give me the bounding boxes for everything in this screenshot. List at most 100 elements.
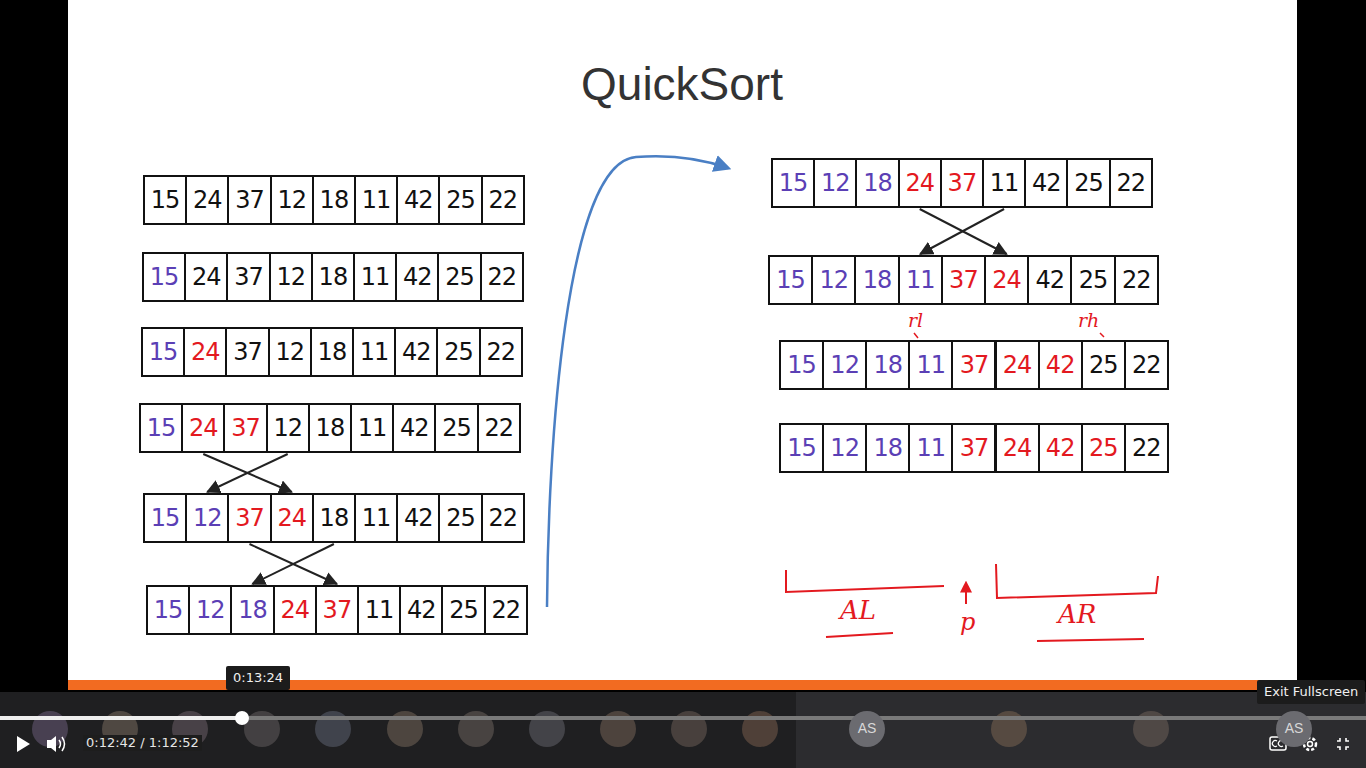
array-cell: 18 bbox=[865, 340, 910, 390]
pointer-label: rl bbox=[908, 310, 923, 331]
array-cell: 22 bbox=[1109, 158, 1153, 208]
array-cell: 11 bbox=[354, 493, 398, 543]
array-cell: 25 bbox=[1081, 423, 1126, 473]
cell-value: 25 bbox=[444, 340, 473, 364]
array-cell: 42 bbox=[396, 493, 440, 543]
cell-value: 24 bbox=[277, 506, 306, 530]
progress-knob bbox=[235, 711, 249, 725]
cell-value: 18 bbox=[320, 188, 349, 212]
exit-fullscreen-icon bbox=[1337, 738, 1349, 750]
cell-value: 24 bbox=[1003, 353, 1032, 377]
cell-value: 22 bbox=[487, 265, 516, 289]
swap-arrow bbox=[207, 454, 287, 492]
cell-value: 15 bbox=[151, 506, 180, 530]
cell-value: 37 bbox=[948, 171, 977, 195]
cell-value: 15 bbox=[779, 171, 808, 195]
cell-value: 11 bbox=[917, 436, 946, 460]
cell-value: 25 bbox=[442, 416, 471, 440]
cell-value: 18 bbox=[319, 265, 348, 289]
array-cell: 25 bbox=[1081, 340, 1126, 390]
array-cell: 18 bbox=[308, 403, 352, 453]
cell-value: 22 bbox=[1132, 436, 1161, 460]
settings-icon-core bbox=[1308, 742, 1313, 747]
cell-value: 12 bbox=[277, 188, 306, 212]
array-cell: 15 bbox=[139, 403, 183, 453]
array-cell: 22 bbox=[477, 403, 521, 453]
cell-value: 11 bbox=[360, 340, 389, 364]
array-cell: 24 bbox=[273, 585, 317, 635]
avatar-initials: AS bbox=[1276, 711, 1312, 747]
array-cell: 15 bbox=[143, 175, 187, 225]
pivot-arrow bbox=[965, 583, 967, 604]
cell-value: 42 bbox=[400, 416, 429, 440]
cell-value: 37 bbox=[960, 436, 989, 460]
array-cell: 24 bbox=[270, 493, 314, 543]
array-cell: 22 bbox=[1124, 423, 1169, 473]
cell-value: 18 bbox=[863, 268, 892, 292]
array-cell: 22 bbox=[479, 327, 523, 377]
cell-value: 25 bbox=[446, 188, 475, 212]
cell-value: 15 bbox=[147, 416, 176, 440]
cell-value: 42 bbox=[402, 340, 431, 364]
cell-value: 22 bbox=[488, 188, 517, 212]
cell-value: 15 bbox=[776, 268, 805, 292]
cell-value: 24 bbox=[280, 598, 309, 622]
array-cell: 42 bbox=[1038, 423, 1083, 473]
cell-value: 24 bbox=[905, 171, 934, 195]
array-cell: 42 bbox=[392, 403, 436, 453]
array-cell: 15 bbox=[779, 340, 824, 390]
cell-value: 22 bbox=[1132, 353, 1161, 377]
array-cell: 18 bbox=[310, 327, 354, 377]
array-cell: 24 bbox=[898, 158, 942, 208]
array-cell: 11 bbox=[908, 423, 953, 473]
underline bbox=[826, 633, 893, 637]
cell-value: 11 bbox=[365, 598, 394, 622]
cell-value: 42 bbox=[1046, 436, 1075, 460]
array-cell: 15 bbox=[146, 585, 190, 635]
array-cell: 25 bbox=[1070, 255, 1115, 305]
cell-value: 24 bbox=[193, 188, 222, 212]
pivot-label: p bbox=[960, 609, 975, 635]
cell-value: 25 bbox=[449, 598, 478, 622]
array-cell: 24 bbox=[995, 423, 1040, 473]
array-cell: 11 bbox=[350, 403, 394, 453]
cell-value: 12 bbox=[276, 265, 305, 289]
cell-value: 11 bbox=[358, 416, 387, 440]
array-cell: 22 bbox=[484, 585, 528, 635]
underline bbox=[1037, 639, 1144, 641]
cell-value: 18 bbox=[320, 506, 349, 530]
time-display: 0:12:42 / 1:12:52 bbox=[83, 735, 202, 751]
cell-value: 22 bbox=[1116, 171, 1145, 195]
cell-value: 25 bbox=[1074, 171, 1103, 195]
cell-value: 25 bbox=[1089, 353, 1118, 377]
array-cell: 15 bbox=[768, 255, 813, 305]
array-cell: 42 bbox=[1038, 340, 1083, 390]
array-cell: 11 bbox=[982, 158, 1026, 208]
array-cell: 42 bbox=[395, 252, 439, 302]
cell-value: 42 bbox=[407, 598, 436, 622]
array-cell: 24 bbox=[984, 255, 1029, 305]
array-cell: 18 bbox=[854, 255, 899, 305]
swap-arrow bbox=[252, 544, 333, 584]
array-cell: 24 bbox=[181, 403, 225, 453]
seek-tooltip: 0:13:24 bbox=[226, 666, 290, 690]
array-cell: 12 bbox=[188, 585, 232, 635]
play-icon bbox=[17, 736, 30, 752]
cell-value: 24 bbox=[192, 265, 221, 289]
cell-value: 22 bbox=[1122, 268, 1151, 292]
cell-value: 15 bbox=[787, 353, 816, 377]
cell-value: 42 bbox=[404, 506, 433, 530]
slide-title: QuickSort bbox=[432, 58, 932, 111]
cell-value: 12 bbox=[821, 171, 850, 195]
array-cell: 22 bbox=[1114, 255, 1159, 305]
cell-value: 22 bbox=[491, 598, 520, 622]
array-cell: 25 bbox=[441, 585, 485, 635]
array-cell: 25 bbox=[438, 493, 482, 543]
cell-value: 24 bbox=[992, 268, 1021, 292]
pointer-tick bbox=[914, 333, 1104, 338]
cell-value: 12 bbox=[820, 268, 849, 292]
array-cell: 42 bbox=[394, 327, 438, 377]
cell-value: 25 bbox=[445, 265, 474, 289]
